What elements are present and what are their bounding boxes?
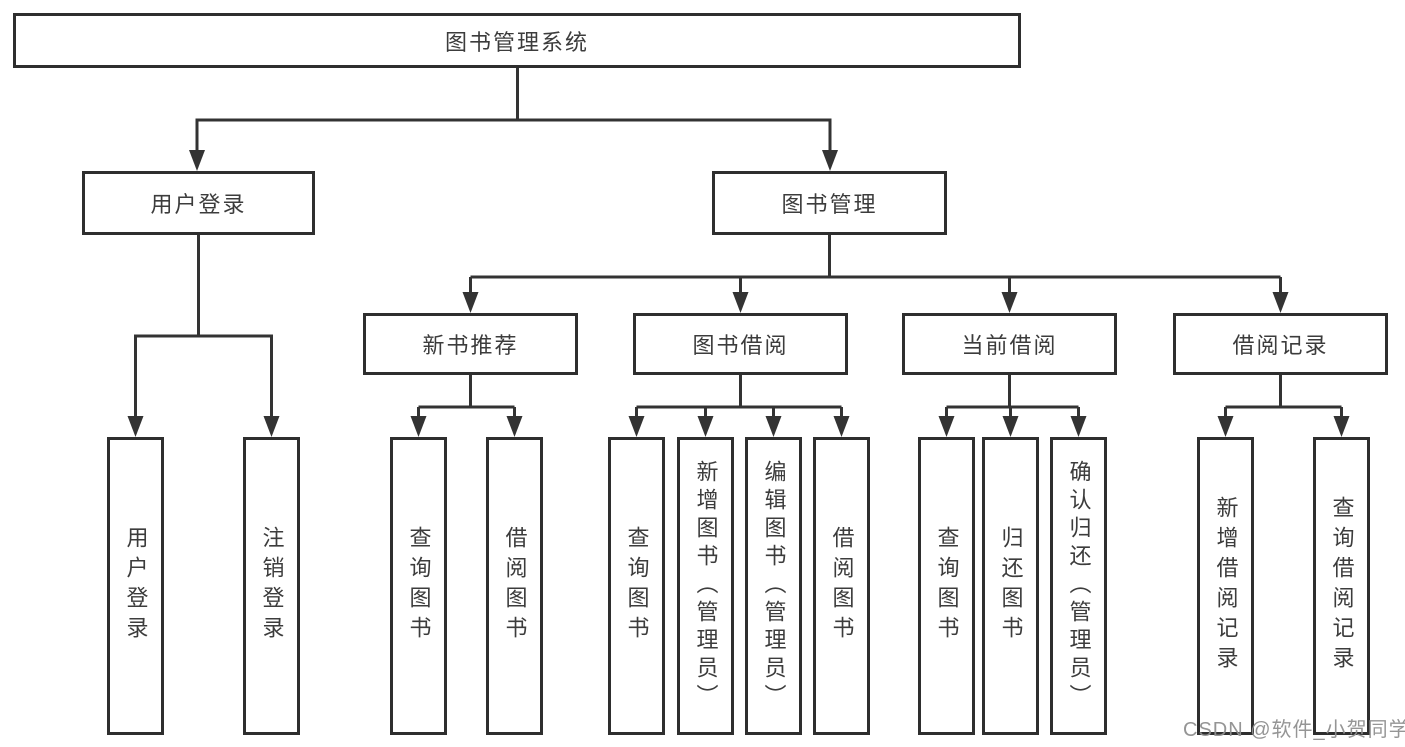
node-new-book-recommend: 新书推荐 (363, 313, 578, 375)
leaf-logout: 注销登录 (243, 437, 300, 735)
leaf-bb-borrow-books: 借阅图书 (813, 437, 870, 735)
leaf-logout-label: 注销登录 (259, 526, 285, 646)
leaf-bb-query-books: 查询图书 (608, 437, 665, 735)
node-book-borrow: 图书借阅 (633, 313, 848, 375)
node-user-login-label: 用户登录 (150, 192, 247, 217)
tree-edges (134, 68, 1343, 419)
leaf-bb-add-books-admin: 新增图书（管理员） (677, 437, 734, 735)
leaf-cb-query-books-label: 查询图书 (934, 526, 960, 646)
leaf-cb-confirm-return-admin-label: 确认归还（管理员） (1066, 460, 1092, 712)
node-root: 图书管理系统 (13, 13, 1021, 68)
leaf-cb-return-books: 归还图书 (982, 437, 1039, 735)
node-user-login: 用户登录 (82, 171, 315, 235)
leaf-nbr-borrow-books: 借阅图书 (486, 437, 543, 735)
node-new-book-recommend-label: 新书推荐 (422, 333, 519, 358)
leaf-cb-confirm-return-admin: 确认归还（管理员） (1050, 437, 1107, 735)
leaf-user-login-label: 用户登录 (123, 526, 149, 646)
leaf-bb-edit-books-admin-label: 编辑图书（管理员） (761, 460, 787, 712)
leaf-bb-borrow-books-label: 借阅图书 (829, 526, 855, 646)
leaf-br-add-record: 新增借阅记录 (1197, 437, 1254, 735)
node-root-label: 图书管理系统 (444, 29, 589, 55)
node-book-borrow-label: 图书借阅 (692, 333, 789, 358)
leaf-bb-query-books-label: 查询图书 (624, 526, 650, 646)
leaf-user-login: 用户登录 (107, 437, 164, 735)
node-book-management-label: 图书管理 (781, 192, 878, 217)
node-current-borrow: 当前借阅 (902, 313, 1117, 375)
arrowhead-icons (127, 150, 1350, 437)
leaf-br-query-record-label: 查询借阅记录 (1329, 496, 1355, 676)
leaf-nbr-query-books-label: 查询图书 (406, 526, 432, 646)
leaf-br-add-record-label: 新增借阅记录 (1213, 496, 1239, 676)
node-current-borrow-label: 当前借阅 (961, 333, 1058, 358)
leaf-bb-edit-books-admin: 编辑图书（管理员） (745, 437, 802, 735)
node-borrow-records: 借阅记录 (1173, 313, 1388, 375)
csdn-watermark: CSDN @软件_小贺同学 (1183, 719, 1405, 741)
leaf-br-query-record: 查询借阅记录 (1313, 437, 1370, 735)
leaf-cb-return-books-label: 归还图书 (998, 526, 1024, 646)
node-borrow-records-label: 借阅记录 (1232, 333, 1329, 358)
leaf-nbr-query-books: 查询图书 (390, 437, 447, 735)
leaf-cb-query-books: 查询图书 (918, 437, 975, 735)
leaf-nbr-borrow-books-label: 借阅图书 (502, 526, 528, 646)
node-book-management: 图书管理 (712, 171, 947, 235)
leaf-bb-add-books-admin-label: 新增图书（管理员） (693, 460, 719, 712)
